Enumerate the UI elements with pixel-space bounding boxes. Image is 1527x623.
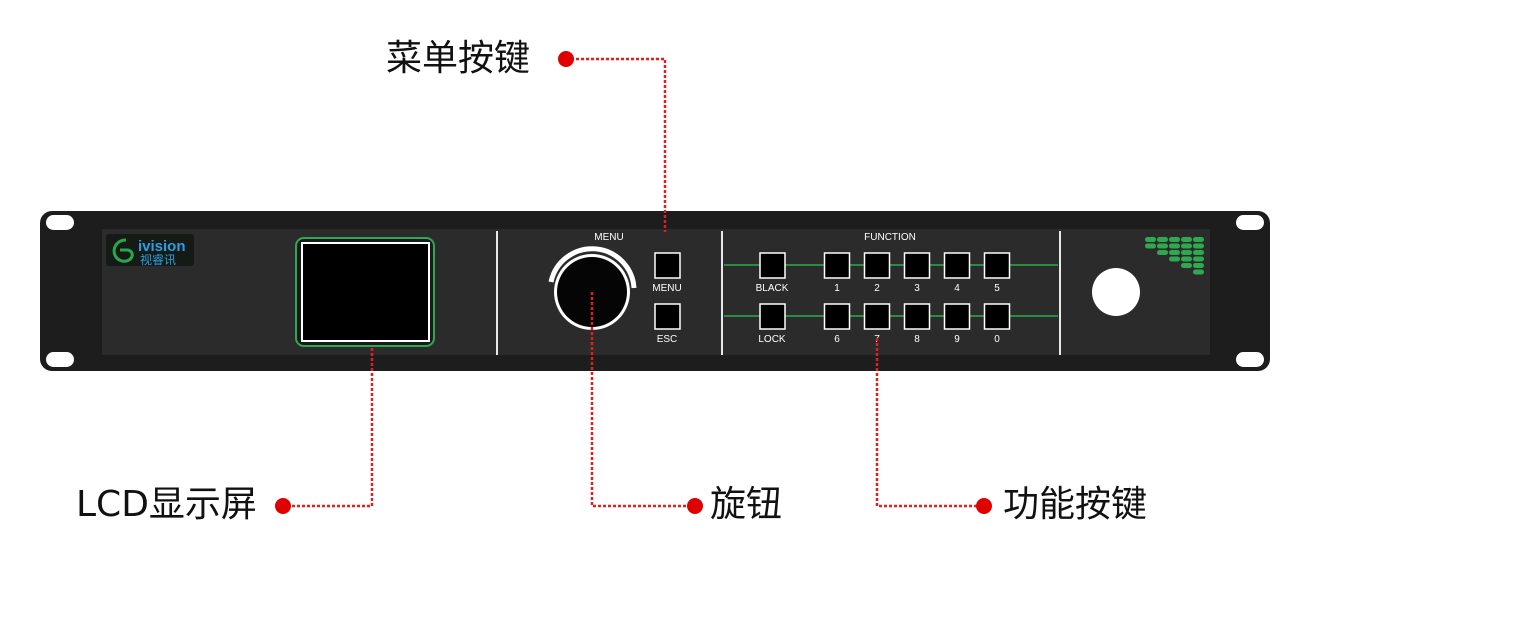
led-dot — [1181, 237, 1192, 242]
function-key-3[interactable]: 3 — [903, 252, 931, 294]
function-key-5[interactable]: 5 — [983, 252, 1011, 294]
mount-slot-bottom-left — [46, 352, 74, 367]
led-dot — [1193, 250, 1204, 255]
mount-slot-top-left — [46, 215, 74, 230]
function-top-row: 1 2 3 4 5 — [823, 252, 1011, 294]
led-dot — [1145, 243, 1156, 249]
front-panel — [102, 229, 1210, 355]
led-dot — [1145, 237, 1156, 242]
function-key-0[interactable]: 0 — [983, 303, 1011, 345]
led-dot — [1193, 269, 1204, 275]
callout-lcd-screen: LCD显示屏 — [76, 484, 257, 525]
lock-button[interactable]: LOCK — [758, 303, 786, 345]
function-key-4[interactable]: 4 — [943, 252, 971, 294]
logo-brand: ivision — [138, 238, 186, 255]
black-button[interactable]: BLACK — [756, 252, 789, 294]
logo-brand-cn: 视睿讯 — [140, 252, 176, 267]
brand-logo: ivision 视睿讯 — [106, 234, 194, 267]
led-dot — [1193, 237, 1204, 242]
function-key-label-1: 1 — [834, 283, 840, 294]
function-key-label-2: 2 — [874, 283, 880, 294]
leader-knob — [590, 292, 695, 508]
esc-button-label: ESC — [657, 334, 678, 345]
leader-menu-keys — [566, 57, 667, 232]
logo-swirl-icon — [112, 238, 134, 263]
led-dot — [1169, 256, 1180, 262]
function-key-label-3: 3 — [914, 283, 920, 294]
function-key-8[interactable]: 8 — [903, 303, 931, 345]
led-dot — [1169, 250, 1180, 255]
function-key-9[interactable]: 9 — [943, 303, 971, 345]
menu-button[interactable]: MENU — [652, 252, 682, 294]
marker-menu-keys — [558, 51, 574, 67]
lock-button-label: LOCK — [758, 334, 786, 345]
callout-function-keys: 功能按键 — [1003, 484, 1148, 525]
leader-lines — [283, 57, 984, 508]
led-dot — [1169, 237, 1180, 242]
led-indicator-grid — [1145, 237, 1204, 275]
led-dot — [1181, 263, 1192, 268]
function-key-label-5: 5 — [994, 283, 1000, 294]
marker-lcd — [275, 498, 291, 514]
mount-slot-top-right — [1236, 215, 1264, 230]
marker-knob — [687, 498, 703, 514]
menu-button-label: MENU — [652, 283, 681, 294]
menu-section-title: MENU — [594, 232, 623, 243]
function-key-1[interactable]: 1 — [823, 252, 851, 294]
led-dot — [1181, 243, 1192, 249]
callout-menu-keys: 菜单按键 — [386, 38, 531, 79]
leader-function-keys — [875, 338, 984, 508]
led-dot — [1169, 243, 1180, 249]
function-key-label-4: 4 — [954, 283, 960, 294]
function-key-2[interactable]: 2 — [863, 252, 891, 294]
led-dot — [1157, 250, 1168, 255]
mount-slot-bottom-right — [1236, 352, 1264, 367]
function-key-label-8: 8 — [914, 334, 920, 345]
led-dot — [1157, 237, 1168, 242]
led-dot — [1181, 250, 1192, 255]
led-dot — [1181, 256, 1192, 262]
led-dot — [1193, 256, 1204, 262]
function-key-label-0: 0 — [994, 334, 1000, 345]
power-button[interactable] — [1092, 268, 1140, 316]
function-key-6[interactable]: 6 — [823, 303, 851, 345]
function-key-label-6: 6 — [834, 334, 840, 345]
function-section-title: FUNCTION — [864, 232, 916, 243]
led-dot — [1193, 243, 1204, 249]
led-dot — [1193, 263, 1204, 268]
esc-button[interactable]: ESC — [654, 303, 681, 345]
lcd-screen — [295, 237, 435, 347]
led-dot — [1157, 243, 1168, 249]
function-key-label-9: 9 — [954, 334, 960, 345]
leader-lcd — [283, 348, 374, 508]
marker-function-keys — [976, 498, 992, 514]
black-button-label: BLACK — [756, 283, 789, 294]
knob-arc — [548, 246, 637, 289]
callout-knob: 旋钮 — [710, 484, 783, 525]
